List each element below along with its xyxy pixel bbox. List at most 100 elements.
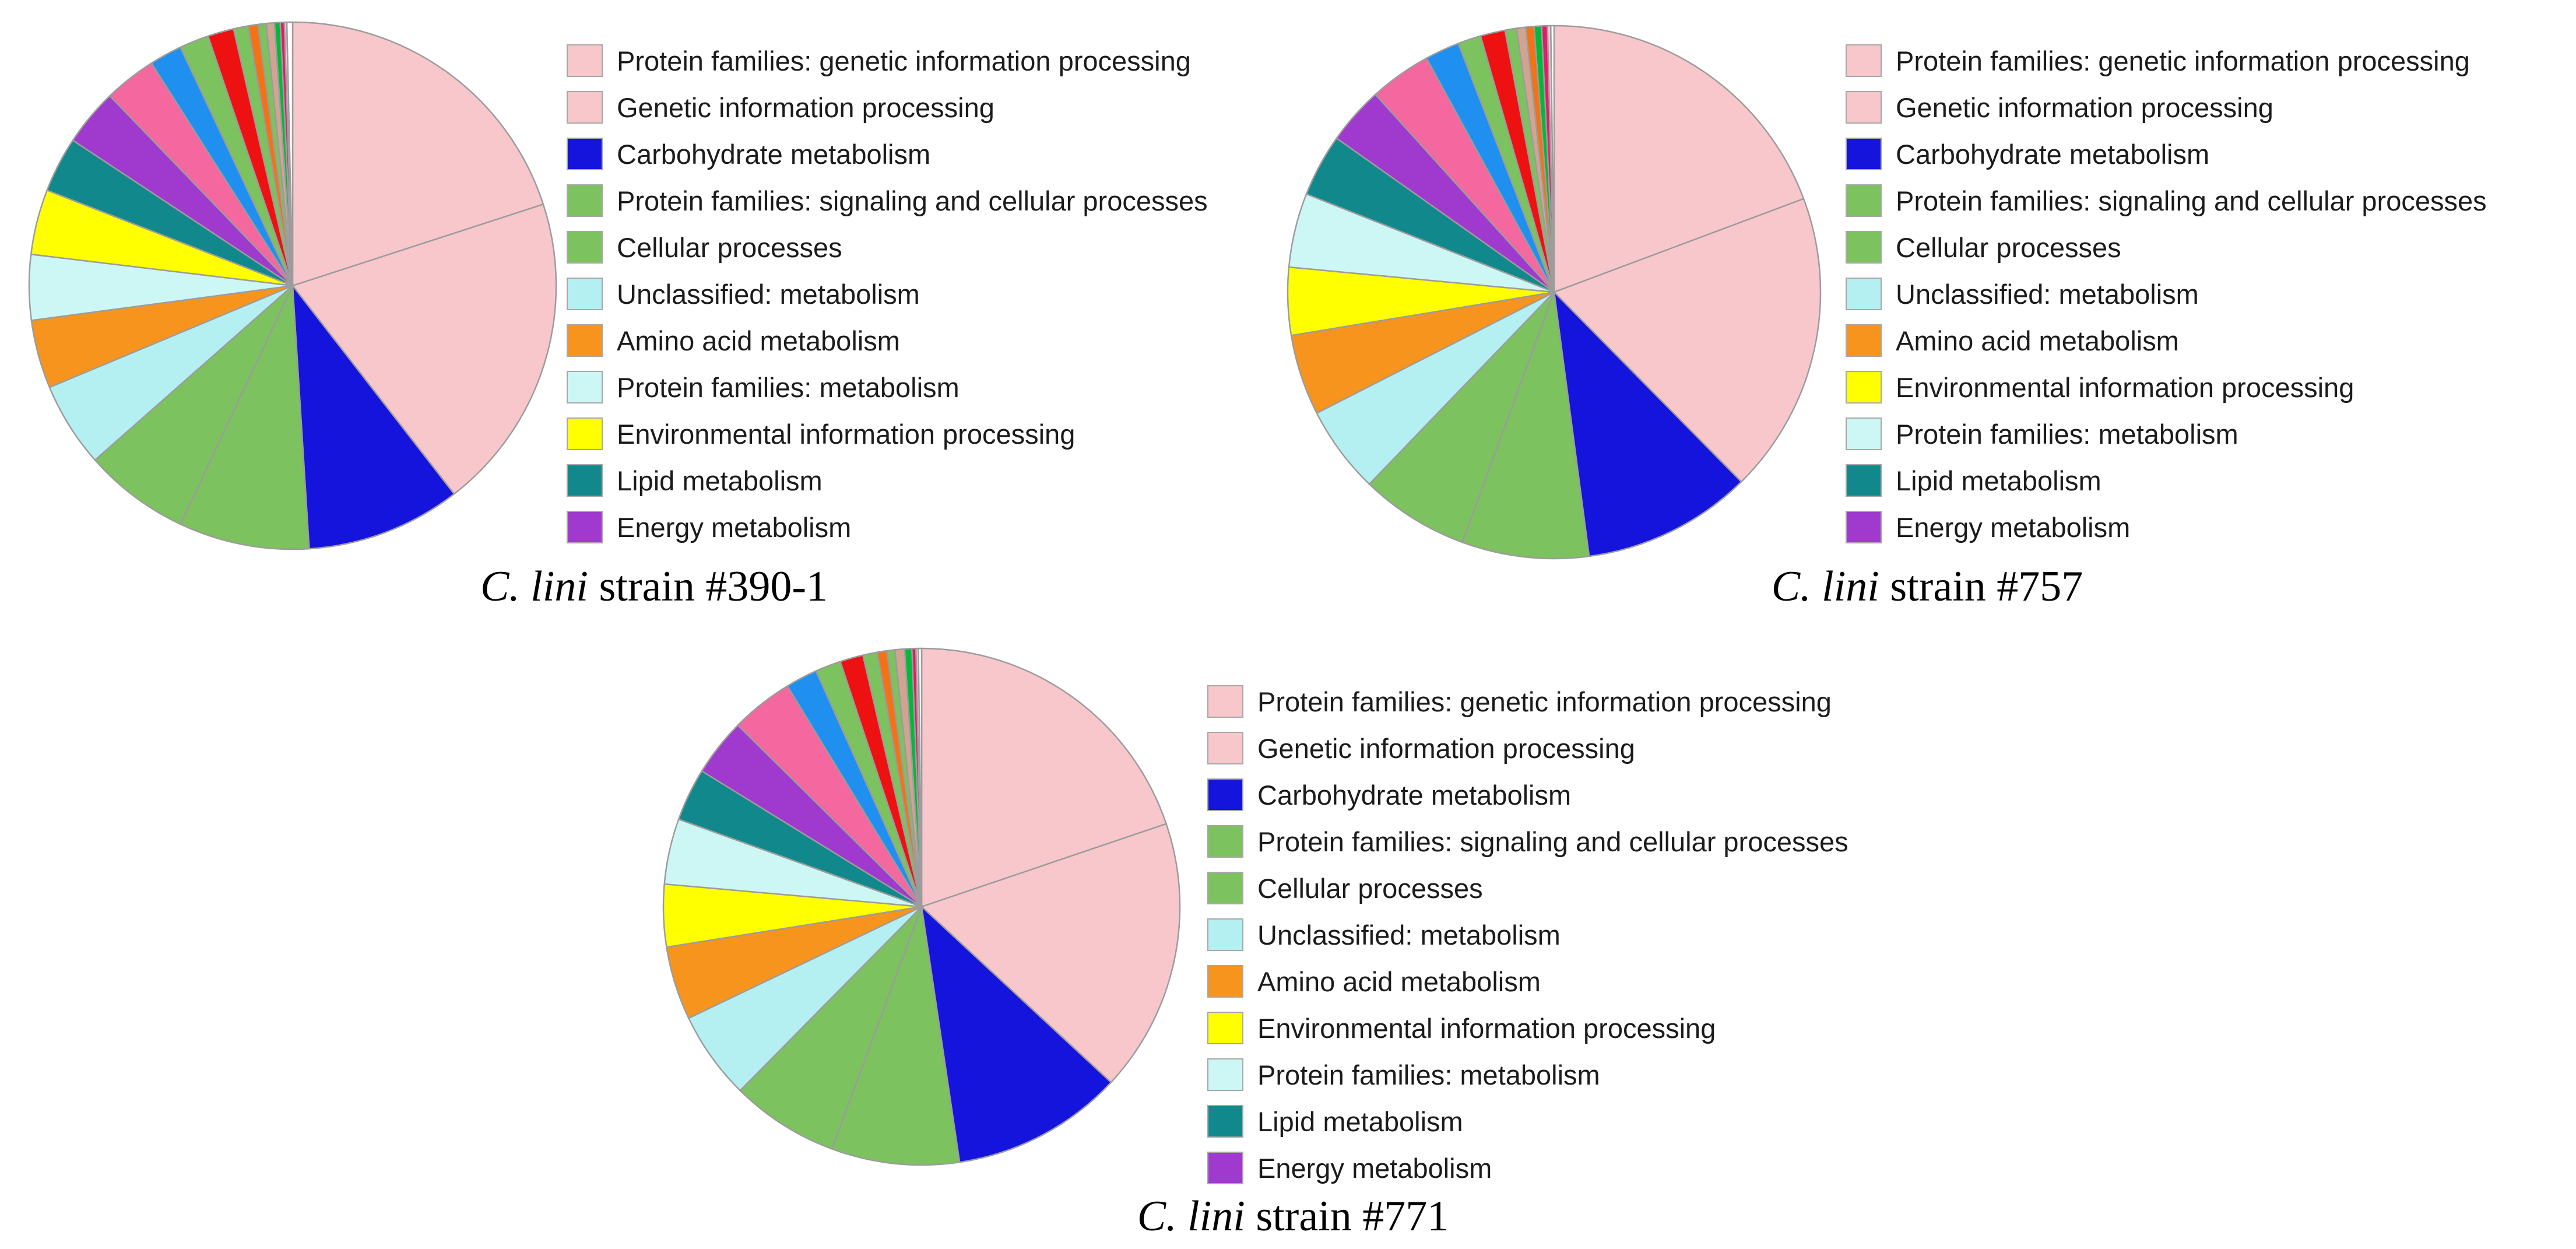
caption-strain-771: C. lini strain #771 <box>1137 1192 1449 1240</box>
legend-label: Protein families: genetic information pr… <box>617 45 1191 76</box>
legend-row-environmental-information-processing: Environmental information processing <box>1207 1005 1848 1051</box>
legend-row-energy-metabolism: Energy metabolism <box>1846 504 2487 550</box>
legend-swatch-cellular-processes <box>567 231 603 264</box>
legend-row-cellular-processes: Cellular processes <box>1846 224 2487 271</box>
legend-swatch-genetic-information-processing <box>567 91 603 124</box>
legend-row-genetic-information-processing: Genetic information processing <box>567 84 1208 131</box>
pie-svg: Protein families: genetic information pr… <box>662 647 1181 1166</box>
legend-row-amino-acid-metabolism: Amino acid metabolism <box>1846 317 2487 364</box>
pie-svg: Protein families: genetic information pr… <box>1287 24 1822 560</box>
legend-swatch-environmental-information-processing <box>1846 371 1882 404</box>
legend-swatch-protein-families-signaling-and-cellular-processes <box>1207 825 1243 858</box>
legend-swatch-protein-families-metabolism <box>567 371 603 404</box>
legend-swatch-protein-families-genetic-information-processing <box>1207 685 1243 718</box>
legend-label: Unclassified: metabolism <box>1896 278 2199 310</box>
pie-slice-cellular-processes: Cellular processes: 6.5% <box>94 285 294 525</box>
legend-row-energy-metabolism: Energy metabolism <box>1207 1145 1848 1191</box>
legend-label: Cellular processes <box>1896 231 2121 263</box>
pie-slice-unclassified-metabolism: Unclassified: metabolism: 5.2% <box>48 285 294 461</box>
legend-label: Amino acid metabolism <box>1257 966 1541 997</box>
legend-label: Cellular processes <box>1257 872 1483 904</box>
legend-label: Carbohydrate metabolism <box>1257 779 1572 811</box>
legend-label: Protein families: signaling and cellular… <box>617 185 1208 216</box>
legend-label: Genetic information processing <box>1257 732 1635 764</box>
pie-slice-protein-families-signaling-and-cellular-processes: Protein families: signaling and cellular… <box>180 285 310 550</box>
legend-label: Amino acid metabolism <box>617 325 900 356</box>
pie-slice-protein-families-genetic-information-processing: Protein families: genetic information pr… <box>1553 24 1805 293</box>
pie-slice-unlabeled-white: unlabeled (white): 0.2% <box>1550 24 1555 293</box>
legend-swatch-protein-families-genetic-information-processing <box>567 44 603 77</box>
pie-slice-carbohydrate-metabolism: Carbohydrate metabolism: 10.3% <box>1553 291 1742 557</box>
legend-swatch-carbohydrate-metabolism <box>1207 778 1243 811</box>
legend-row-protein-families-metabolism: Protein families: metabolism <box>1846 411 2487 457</box>
legend-label: Lipid metabolism <box>1257 1106 1463 1137</box>
pie-slice-genetic-information-processing: Genetic information processing: 19.5% <box>291 204 557 495</box>
legend-row-lipid-metabolism: Lipid metabolism <box>567 457 1208 504</box>
legend-swatch-unclassified-metabolism <box>1846 278 1882 310</box>
legend-swatch-unclassified-metabolism <box>1207 918 1243 951</box>
legend-label: Amino acid metabolism <box>1896 325 2179 356</box>
legend-swatch-cellular-processes <box>1846 231 1882 264</box>
legend-row-carbohydrate-metabolism: Carbohydrate metabolism <box>1207 771 1848 818</box>
legend-swatch-environmental-information-processing <box>567 417 603 450</box>
pie-chart-strain-390-1: Protein families: genetic information pr… <box>27 20 558 551</box>
legend-row-protein-families-signaling-and-cellular-processes: Protein families: signaling and cellular… <box>1207 818 1848 865</box>
legend-swatch-protein-families-genetic-information-processing <box>1846 44 1882 77</box>
legend-swatch-protein-families-signaling-and-cellular-processes <box>1846 184 1882 217</box>
legend-swatch-lipid-metabolism <box>1846 464 1882 497</box>
legend-swatch-lipid-metabolism <box>567 464 603 497</box>
caption-species-name: C. lini <box>480 563 588 611</box>
legend-swatch-energy-metabolism <box>567 511 603 543</box>
legend-label: Cellular processes <box>617 231 842 263</box>
pie-slice-protein-families-signaling-and-cellular-processes: Protein families: signaling and cellular… <box>831 906 961 1166</box>
pie-slice-carbohydrate-metabolism: Carbohydrate metabolism: 10.75% <box>920 906 1112 1163</box>
legend-label: Unclassified: metabolism <box>1257 919 1561 950</box>
legend-swatch-lipid-metabolism <box>1207 1105 1243 1138</box>
legend-strain-390-1: Protein families: genetic information pr… <box>567 37 1208 550</box>
legend-row-amino-acid-metabolism: Amino acid metabolism <box>567 317 1208 364</box>
legend-row-energy-metabolism: Energy metabolism <box>567 504 1208 550</box>
legend-label: Protein families: metabolism <box>1896 418 2238 450</box>
legend-row-protein-families-metabolism: Protein families: metabolism <box>1207 1051 1848 1098</box>
legend-swatch-genetic-information-processing <box>1846 91 1882 124</box>
pie-slice-unlabeled-white: unlabeled (white): 0.35% <box>286 21 294 287</box>
caption-species-name: C. lini <box>1137 1192 1245 1240</box>
pie-slice-unclassified-metabolism: Unclassified: metabolism: 5.3% <box>1316 291 1555 485</box>
legend-swatch-protein-families-metabolism <box>1207 1058 1243 1091</box>
legend-label: Carbohydrate metabolism <box>1896 138 2210 170</box>
legend-swatch-genetic-information-processing <box>1207 732 1243 764</box>
legend-row-environmental-information-processing: Environmental information processing <box>1846 364 2487 411</box>
legend-swatch-cellular-processes <box>1207 872 1243 904</box>
legend-swatch-carbohydrate-metabolism <box>1846 138 1882 170</box>
legend-label: Carbohydrate metabolism <box>617 138 931 170</box>
caption-strain-text: strain #757 <box>1879 563 2083 611</box>
legend-strain-757: Protein families: genetic information pr… <box>1846 37 2487 550</box>
legend-label: Protein families: metabolism <box>617 371 960 403</box>
legend-label: Environmental information processing <box>1257 1012 1716 1044</box>
legend-row-lipid-metabolism: Lipid metabolism <box>1207 1098 1848 1145</box>
caption-strain-757: C. lini strain #757 <box>1772 563 2083 611</box>
legend-swatch-environmental-information-processing <box>1207 1012 1243 1044</box>
legend-row-unclassified-metabolism: Unclassified: metabolism <box>567 271 1208 317</box>
legend-row-environmental-information-processing: Environmental information processing <box>567 411 1208 457</box>
legend-label: Protein families: signaling and cellular… <box>1896 185 2487 216</box>
legend-label: Genetic information processing <box>617 92 994 123</box>
legend-row-carbohydrate-metabolism: Carbohydrate metabolism <box>1846 131 2487 177</box>
pie-slice-cellular-processes: Cellular processes: 6.75% <box>739 906 923 1150</box>
legend-row-genetic-information-processing: Genetic information processing <box>1846 84 2487 131</box>
caption-strain-text: strain #390-1 <box>588 563 828 611</box>
pie-chart-strain-757: Protein families: genetic information pr… <box>1286 24 1822 560</box>
pie-slice-unclassified-metabolism: Unclassified: metabolism: 5.5% <box>688 906 923 1092</box>
pie-slice-protein-families-genetic-information-processing: Protein families: genetic information pr… <box>291 21 544 287</box>
legend-label: Lipid metabolism <box>1896 465 2101 496</box>
legend-swatch-unclassified-metabolism <box>567 278 603 310</box>
legend-row-lipid-metabolism: Lipid metabolism <box>1846 457 2487 504</box>
legend-label: Environmental information processing <box>1896 371 2354 403</box>
pie-slice-protein-families-signaling-and-cellular-processes: Protein families: signaling and cellular… <box>1461 291 1590 560</box>
legend-swatch-protein-families-signaling-and-cellular-processes <box>567 184 603 217</box>
pie-slice-genetic-information-processing: Genetic information processing: 17.1% <box>920 823 1181 1083</box>
pie-slice-genetic-information-processing: Genetic information processing: 18.3% <box>1553 198 1822 483</box>
legend-row-cellular-processes: Cellular processes <box>567 224 1208 271</box>
pie-slice-carbohydrate-metabolism: Carbohydrate metabolism: 9.5% <box>291 285 455 550</box>
legend-row-protein-families-genetic-information-processing: Protein families: genetic information pr… <box>1846 37 2487 84</box>
